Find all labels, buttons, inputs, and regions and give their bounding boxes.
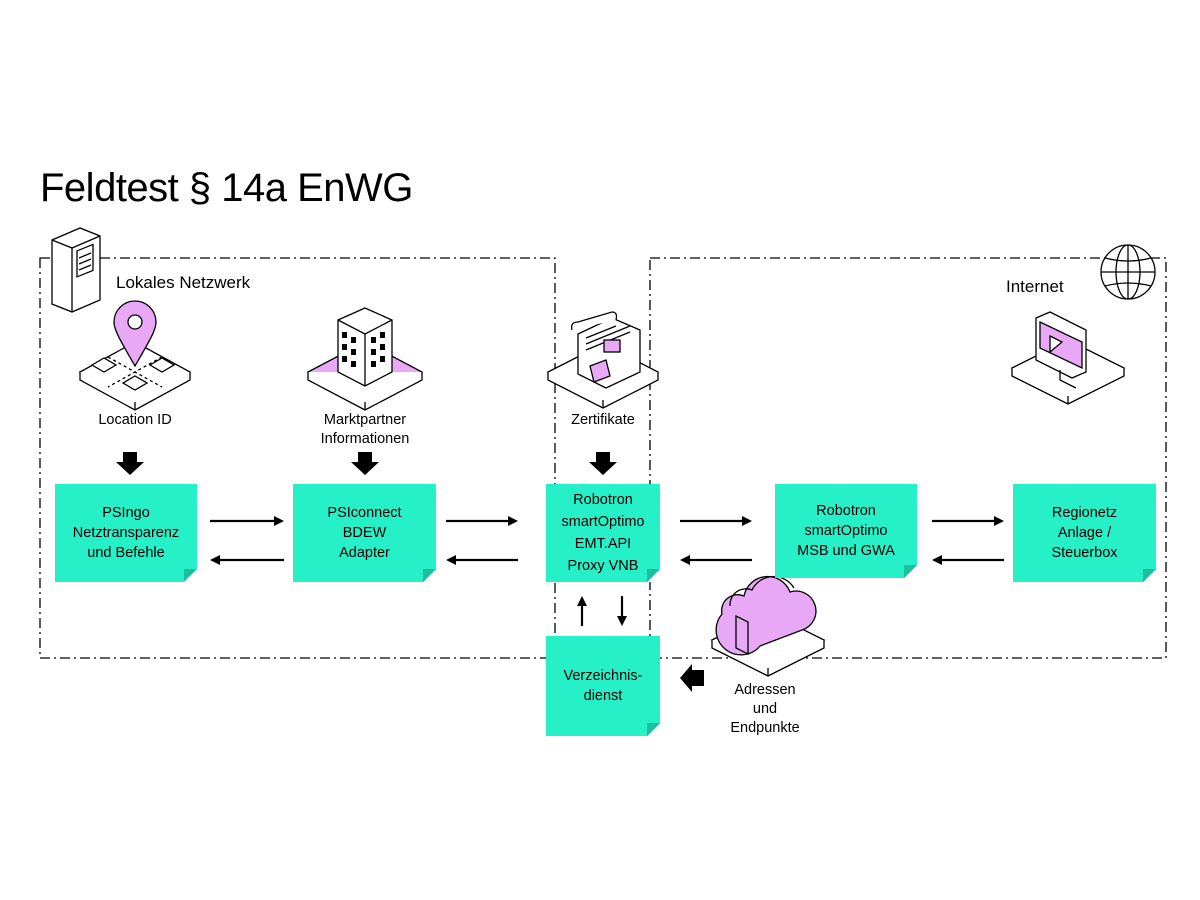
flow-arrows <box>210 516 1004 626</box>
node-emt-line-2: smartOptimo <box>561 514 645 530</box>
certificate-document-icon <box>546 311 660 409</box>
node-psingo-line-2: Netztransparenz <box>72 525 180 541</box>
page-title: Feldtest § 14a EnWG <box>40 166 413 210</box>
down-arrow-market <box>351 452 379 475</box>
addresses-line-2: und <box>752 701 778 717</box>
node-regionetz-line-3: Steuerbox <box>1051 545 1118 561</box>
node-psingo[interactable]: PSIngo Netztransparenz und Befehle <box>55 484 197 582</box>
left-arrow-cloud <box>680 664 704 692</box>
local-network-label: Lokales Netzwerk <box>116 273 251 292</box>
node-verzeichnis-line-1: Verzeichnis- <box>563 668 643 684</box>
certificates-label: Zertifikate <box>571 412 635 428</box>
node-msb-gwa[interactable]: Robotron smartOptimo MSB und GWA <box>775 484 917 578</box>
node-regionetz-line-1: Regionetz <box>1051 505 1118 521</box>
globe-icon <box>1100 244 1156 300</box>
market-partner-line-1: Marktpartner <box>323 412 407 428</box>
addresses-line-3: Endpunkte <box>730 720 800 736</box>
computer-monitor-icon <box>1010 311 1126 405</box>
cloud-icon <box>710 575 826 677</box>
node-psingo-line-1: PSIngo <box>102 505 150 521</box>
node-psiconnect-line-3: Adapter <box>339 545 390 561</box>
location-id-label: Location ID <box>98 412 172 428</box>
node-msb-line-1: Robotron <box>816 503 876 519</box>
node-psiconnect-line-1: PSIconnect <box>327 505 402 521</box>
office-building-icon <box>306 307 424 411</box>
node-emt-line-3: EMT.API <box>574 536 632 552</box>
node-emt-line-4: Proxy VNB <box>567 558 639 574</box>
market-partner-label: Marktpartner Informationen <box>300 411 430 449</box>
node-verzeichnis-line-2: dienst <box>583 688 623 704</box>
node-psiconnect[interactable]: PSIconnect BDEW Adapter <box>293 484 436 582</box>
market-partner-line-2: Informationen <box>320 431 410 447</box>
addresses-label: Adressen und Endpunkte <box>720 681 810 738</box>
server-rack-icon <box>51 227 101 313</box>
addresses-line-1: Adressen <box>734 682 796 698</box>
down-arrow-location <box>116 452 144 475</box>
node-psingo-line-3: und Befehle <box>87 545 165 561</box>
internet-label: Internet <box>1006 277 1064 296</box>
location-map-icon <box>78 300 192 411</box>
down-arrow-cert <box>589 452 617 475</box>
node-emt-line-1: Robotron <box>573 492 633 508</box>
node-psiconnect-line-2: BDEW <box>342 525 387 541</box>
node-regionetz-line-2: Anlage / <box>1057 525 1112 541</box>
node-verzeichnisdienst[interactable]: Verzeichnis- dienst <box>546 636 660 736</box>
node-regionetz[interactable]: Regionetz Anlage / Steuerbox <box>1013 484 1156 582</box>
node-emt-api-proxy[interactable]: Robotron smartOptimo EMT.API Proxy VNB <box>546 484 660 582</box>
node-msb-line-2: smartOptimo <box>804 523 888 539</box>
node-msb-line-3: MSB und GWA <box>797 543 895 559</box>
